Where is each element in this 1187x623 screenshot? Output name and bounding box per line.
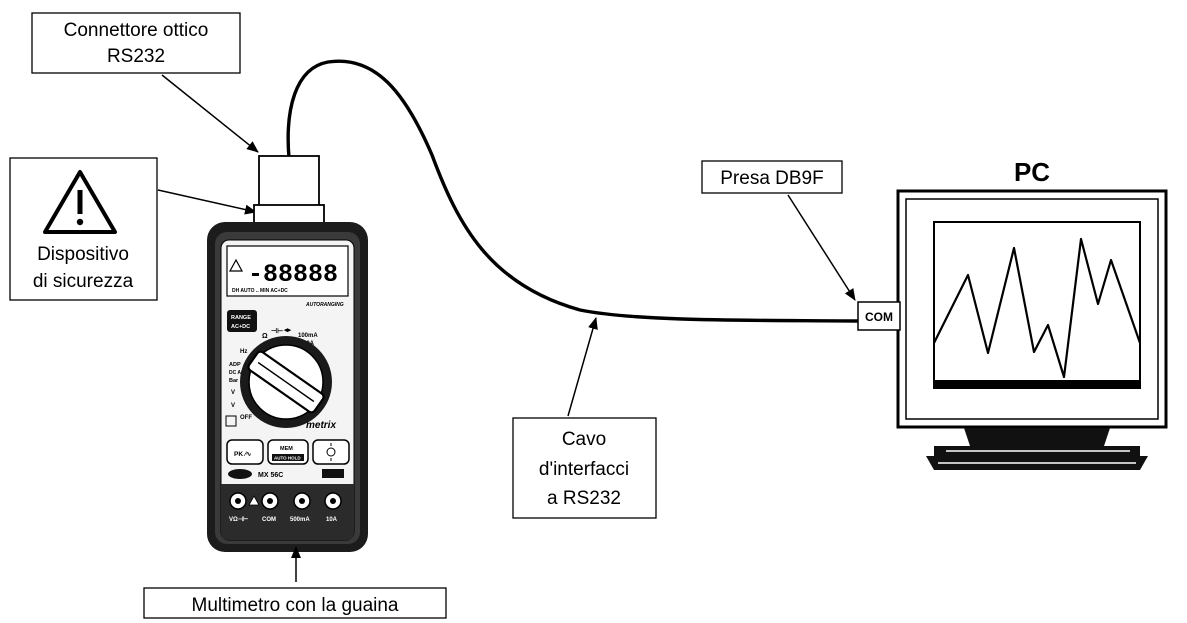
cable-pointer	[567, 317, 598, 417]
multimeter-label: Multimetro con la guaina	[143, 587, 447, 619]
acdc-button-label: AC+DC	[231, 324, 250, 330]
backlight-icon	[326, 443, 336, 461]
optical-connector-label-line1: Connettore ottico	[64, 20, 209, 41]
svg-text:100mA: 100mA	[298, 333, 318, 339]
svg-text:Bar: Bar	[229, 378, 239, 384]
svg-text:V: V	[231, 403, 235, 409]
svg-text:V: V	[231, 390, 235, 396]
cable-label-line1: Cavo	[562, 429, 606, 450]
input-terminals: VΩ⊣⊢ COM 500mA 10A	[229, 492, 342, 523]
brand-logo: metrix	[306, 420, 336, 431]
safety-device-label-line1: Dispositivo	[37, 244, 129, 265]
svg-text:◂▸: ◂▸	[283, 327, 292, 334]
screen-waveform	[933, 237, 1142, 379]
svg-text:DH AUTO .. MIN AC+DC: DH AUTO .. MIN AC+DC	[232, 288, 288, 294]
pc-stand	[926, 428, 1148, 470]
mem-button-label: MEM	[280, 446, 293, 452]
model-text: MX 56C	[258, 472, 283, 479]
safety-device-label: Dispositivo di sicurezza	[9, 157, 158, 301]
lcd-digits: -88888	[248, 260, 338, 289]
terminal-com-label: COM	[262, 517, 276, 523]
light-button[interactable]	[312, 439, 350, 465]
cable-label-line2: d'interfacci	[539, 459, 629, 480]
db9f-socket-label-text: Presa DB9F	[720, 168, 823, 189]
safety-collar	[253, 204, 325, 225]
optical-connector	[258, 155, 320, 207]
svg-text:OFF: OFF	[240, 415, 252, 421]
pc-monitor	[896, 189, 1168, 429]
rotary-switch[interactable]	[240, 336, 332, 428]
db9f-socket-pointer	[787, 194, 856, 301]
rs232-cable	[286, 59, 860, 323]
cable-label-line3: a RS232	[547, 488, 621, 509]
terminal-a-label: 10A	[326, 517, 338, 523]
pk-button-label: PK ⁄∿	[234, 451, 252, 458]
db9f-socket-label: Presa DB9F	[701, 160, 843, 194]
pk-button[interactable]	[226, 439, 264, 465]
com-port[interactable]: COM	[857, 301, 901, 331]
lcd-warning-icon	[228, 258, 244, 272]
auto-hold-label: AUTO HOLD	[274, 456, 301, 461]
optical-connector-label: Connettore ottico RS232	[31, 12, 241, 74]
pc-title: PC	[1014, 157, 1050, 187]
safety-device-label-line2: di sicurezza	[33, 271, 134, 292]
svg-text:Hz: Hz	[240, 349, 247, 355]
lcd-display	[226, 245, 349, 297]
terminal-v-label: VΩ⊣⊢	[229, 515, 248, 523]
svg-text:ADP: ADP	[229, 362, 241, 368]
warning-triangle-icon	[43, 170, 117, 234]
com-port-label: COM	[865, 310, 893, 324]
svg-text:Ω: Ω	[262, 333, 268, 340]
optical-connector-label-line2: RS232	[107, 46, 165, 67]
multimeter-label-text: Multimetro con la guaina	[192, 595, 399, 616]
cable-label: Cavo d'interfacci a RS232	[512, 417, 657, 519]
range-button-label: RANGE	[231, 315, 251, 321]
autoranging-text: AUTORANGING	[305, 302, 344, 308]
svg-text:DC AC: DC AC	[229, 370, 245, 376]
safety-device-pointer	[157, 189, 257, 215]
multimeter: -88888 DH AUTO .. MIN AC+DC AUTORANGING …	[207, 155, 368, 552]
terminal-ma-label: 500mA	[290, 517, 310, 523]
pc-screen	[933, 221, 1141, 389]
optical-connector-pointer	[161, 74, 259, 153]
svg-text:⊣⊢: ⊣⊢	[271, 327, 283, 335]
range-button[interactable]	[227, 310, 257, 332]
